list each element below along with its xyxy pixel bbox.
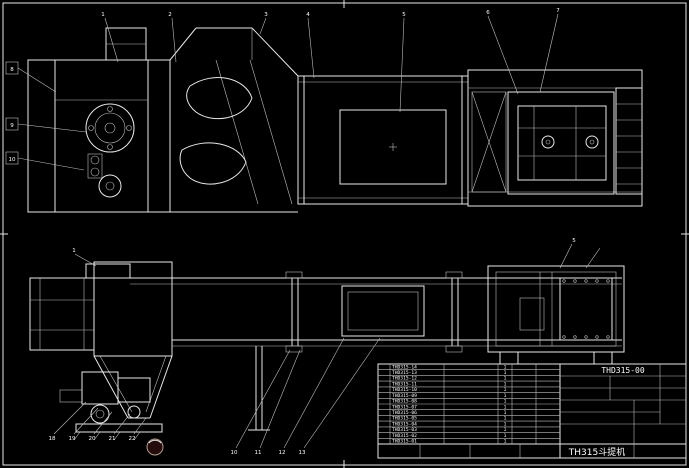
callout-number: 21 [109, 436, 116, 442]
callout-number: 4 [306, 12, 310, 18]
callout-number: 6 [486, 10, 490, 16]
callout-number: 5 [572, 238, 576, 244]
callout-number: 11 [255, 450, 262, 456]
bom-row-code: THD315-12 [392, 376, 417, 382]
bom-row-qty: 1 [504, 427, 507, 433]
bom-row-qty: 1 [504, 364, 507, 370]
bom-row-code: THD315-01 [392, 439, 417, 445]
bom-row-qty: 1 [504, 439, 507, 445]
bom-row-code: THD315-02 [392, 433, 417, 439]
top-view-callouts: 1 2 3 4 5 6 7 8 9 10 [9, 8, 561, 163]
bom-row-code: THD315-08 [392, 399, 417, 405]
bom-row-code: THD315-13 [392, 370, 417, 376]
bom-row-qty: 1 [504, 370, 507, 376]
callout-number: 13 [299, 450, 306, 456]
parts-table: THD315-14 THD315-13 THD315-12 THD315-11 … [377, 363, 687, 459]
callout-number: 10 [9, 157, 16, 163]
bom-row-qty: 1 [504, 410, 507, 416]
bom-row-qty: 1 [504, 404, 507, 410]
bom-row-qty: 1 [504, 416, 507, 422]
callout-number: 22 [129, 436, 136, 442]
bom-row-code: THD315-03 [392, 427, 417, 433]
callout-number: 7 [556, 8, 560, 14]
callout-number: 1 [72, 248, 76, 254]
bom-row-qty: 1 [504, 393, 507, 399]
bom-row-code: THD315-10 [392, 387, 417, 393]
bom-row-qty: 1 [504, 422, 507, 428]
top-view [5, 13, 643, 213]
projection-symbol-icon [146, 438, 164, 456]
callout-number: 1 [101, 12, 105, 18]
callout-number: 2 [168, 12, 172, 18]
bom-row-qty: 1 [504, 387, 507, 393]
bottom-view [29, 243, 625, 449]
drawing-name: TH315斗提机 [568, 446, 625, 458]
bom-row-qty: 1 [504, 381, 507, 387]
callout-number: 12 [279, 450, 286, 456]
callout-number: 5 [402, 12, 406, 18]
bom-row-code: THD315-09 [392, 393, 417, 399]
bom-row-code: THD315-14 [392, 364, 417, 370]
bom-row-qty: 1 [504, 399, 507, 405]
callout-number: 3 [264, 12, 268, 18]
bom-row-code: THD315-06 [392, 410, 417, 416]
callout-number: 20 [89, 436, 96, 442]
callout-number: 9 [10, 123, 14, 129]
bom-row-code: THD315-07 [392, 404, 417, 410]
callout-number: 18 [49, 436, 56, 442]
drawing-number: THD315-00 [601, 366, 645, 375]
bottom-view-callouts: 1 5 18 19 20 21 22 10 11 12 13 [49, 238, 577, 456]
bom-row-code: THD315-11 [392, 381, 417, 387]
callout-number: 10 [231, 450, 238, 456]
bom-row-code: THD315-04 [392, 422, 417, 428]
callout-number: 8 [10, 67, 14, 73]
bom-row-qty: 1 [504, 376, 507, 382]
bom-row-code: THD315-05 [392, 416, 417, 422]
bom-row-qty: 1 [504, 433, 507, 439]
callout-number: 19 [69, 436, 76, 442]
